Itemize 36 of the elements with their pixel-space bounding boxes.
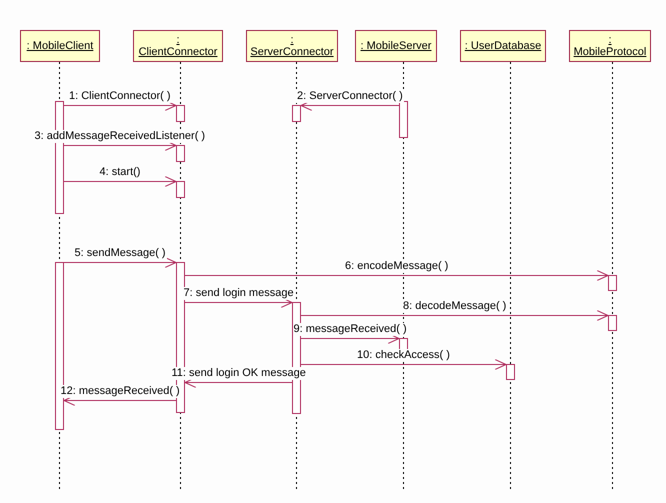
activation-bar xyxy=(608,275,617,291)
message-label: 10: checkAccess( ) xyxy=(356,349,451,362)
message-label: 4: start() xyxy=(98,166,142,179)
object-box xyxy=(355,30,437,62)
object-box xyxy=(460,30,546,62)
message-arrow xyxy=(300,310,608,321)
object-name: : MobileProtocol xyxy=(572,34,648,58)
message-label: 12: messageReceived( ) xyxy=(60,385,181,398)
activation-bar xyxy=(506,364,515,380)
activation-bar xyxy=(292,105,301,122)
message-label: 8: decodeMessage( ) xyxy=(402,300,508,313)
message-arrow xyxy=(300,359,506,370)
message-label: 9: messageReceived( ) xyxy=(292,323,408,336)
object-box xyxy=(133,30,223,62)
message-label: 1: ClientConnector( ) xyxy=(68,90,172,103)
message-label: 3: addMessageReceivedListener( ) xyxy=(34,130,206,143)
message-label: 6: encodeMessage( ) xyxy=(344,260,450,273)
message-arrow xyxy=(184,270,608,281)
message-label: 5: sendMessage( ) xyxy=(74,247,167,260)
message-label: 11: send login OK message xyxy=(170,367,307,380)
message-label: 2: ServerConnector( ) xyxy=(296,90,404,103)
activation-bar xyxy=(176,145,185,162)
object-name: : ClientConnector xyxy=(138,34,218,58)
message-arrow xyxy=(64,176,176,187)
activation-bar xyxy=(176,105,185,122)
activation-bar xyxy=(608,315,617,331)
message-label: 7: send login message xyxy=(182,287,295,300)
object-name: : UserDatabase xyxy=(464,40,542,52)
message-arrow xyxy=(64,100,176,111)
object-box xyxy=(20,30,100,62)
activation-bar xyxy=(399,101,408,138)
object-name: : ServerConnector xyxy=(249,34,335,58)
object-name: : MobileServer xyxy=(360,40,432,52)
object-name: : MobileClient xyxy=(26,40,94,52)
message-arrow xyxy=(64,257,176,268)
activation-bar xyxy=(176,181,185,198)
